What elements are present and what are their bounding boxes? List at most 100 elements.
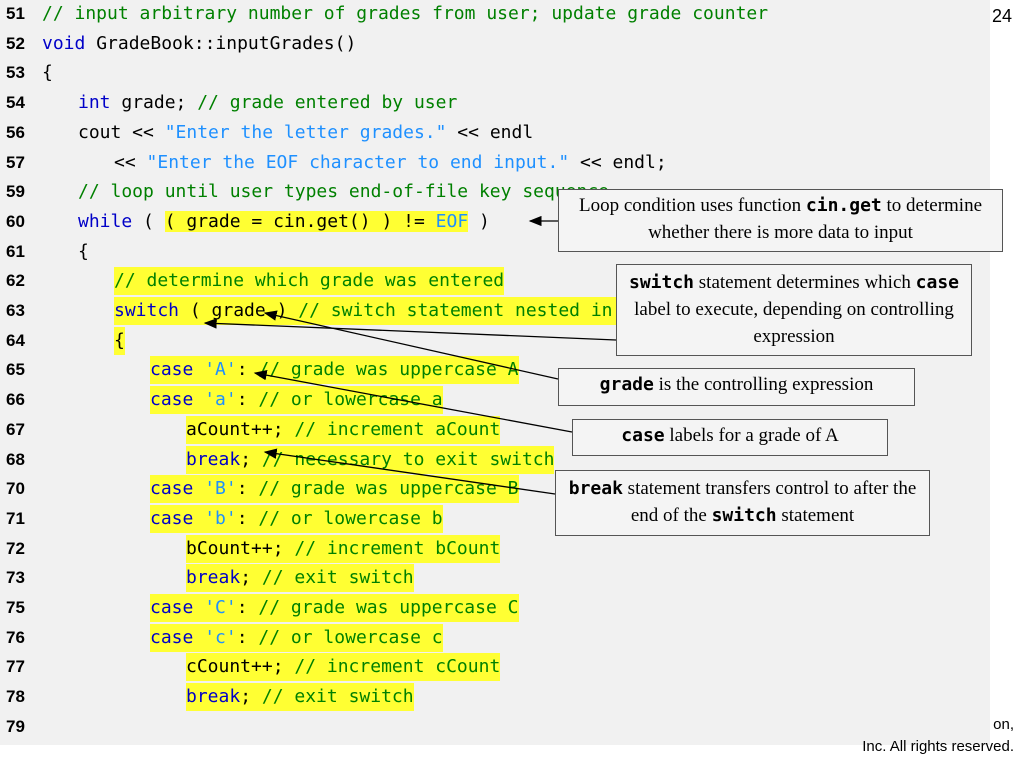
line-number: 59 [6,182,25,202]
code-text: // input arbitrary number of grades from… [42,0,768,28]
line-number: 61 [6,241,25,261]
line-number: 79 [6,716,25,736]
code-text: while ( ( grade = cin.get() ) != EOF ) [78,208,490,236]
code-token: ; [240,686,262,708]
line-number: 75 [6,598,25,617]
line-number: 54 [6,93,25,113]
line-number: 56 [6,122,25,142]
code-token: 'C' [204,597,237,618]
callout-text: statement transfers control to after the… [622,478,917,526]
code-text: break; // necessary to exit switch [186,445,555,474]
line-number: 66 [6,390,25,410]
callout-code: cin.get [805,195,882,216]
code-token: { [78,240,89,262]
code-text: break; // exit switch [186,564,414,593]
callout-code: grade [599,374,654,395]
callout-text: is the controlling expression [653,374,874,395]
callout-text: statement determines which [694,272,916,293]
code-text: { [114,326,125,355]
code-text: bCount++; // increment bCount [186,534,501,563]
line-number: 70 [6,479,25,499]
code-token: { [114,329,125,351]
line-number: 51 [6,4,25,23]
code-token: // grade was uppercase C [258,597,519,618]
code-line: 75 case 'C': // grade was uppercase C [0,594,990,622]
code-token: cout << [78,121,165,143]
code-token: // increment bCount [294,537,501,559]
line-number: 65 [6,360,25,380]
code-token: : [236,597,259,618]
code-line: 62// determine which grade was entered [0,267,990,296]
code-token: // input arbitrary number of grades from… [42,3,769,24]
code-token: : [236,507,259,529]
line-number: 57 [6,152,25,172]
line-number: 78 [6,687,25,707]
code-token: case [150,597,194,618]
callout-code: break [568,478,623,499]
code-text: { [42,59,53,87]
code-line: 52 void GradeBook::inputGrades() [0,30,990,58]
code-line: 57<< "Enter the EOF character to end inp… [0,149,990,177]
code-token: void [42,32,86,54]
code-token: while [78,210,133,232]
code-text: // loop until user types end-of-file key… [78,178,609,206]
code-token: // exit switch [261,686,414,708]
code-token [193,597,204,618]
copyright-line-2: Inc. All rights reserved. [862,738,1014,755]
callout-code: switch [629,272,695,293]
code-token [193,478,204,499]
code-token: { [42,62,53,84]
code-token: 'c' [204,626,237,648]
callout-text: statement [776,505,855,526]
line-number: 64 [6,330,25,350]
line-number: 71 [6,508,25,528]
code-token: case [150,507,194,529]
code-token: // necessary to exit switch [261,448,555,470]
code-line: 59 // loop until user types end-of-file k… [0,178,990,206]
line-number: 68 [6,449,25,469]
line-number: 76 [6,627,25,647]
code-token: ; [240,567,262,589]
line-number: 77 [6,657,25,677]
code-token: : [236,359,259,381]
callout-text: label to execute, depending on controlli… [634,299,954,347]
callout-case-labels: case labels for a grade of A [572,419,888,456]
code-text: int grade; // grade entered by user [78,89,457,117]
callout-code: case [915,272,959,293]
code-token: ( grade ) [179,300,299,321]
code-token: ; [240,448,262,470]
code-token: // increment aCount [294,418,501,440]
code-token: 'A' [204,359,237,381]
code-token: GradeBook::inputGrades() [85,32,357,54]
code-token [193,389,204,410]
code-token: "Enter the letter grades." [164,121,447,143]
code-token: case [150,359,194,381]
code-token: : [236,478,259,500]
line-number: 52 [6,33,25,53]
callout-text: Loop condition uses function [578,195,806,216]
code-token: // grade entered by user [197,92,458,114]
line-number: 67 [6,419,25,439]
code-token [193,508,204,529]
code-token: aCount++; [186,418,295,440]
callout-text: labels for a grade of A [664,425,839,446]
code-line: 64 { [0,326,990,355]
code-token: // exit switch [261,567,414,589]
code-line: 53{ [0,59,990,87]
code-token: ( [132,210,165,232]
code-token: EOF [435,210,469,232]
code-token: ) [468,210,490,232]
code-token: // grade was uppercase B [258,478,519,500]
code-token: << [114,151,147,173]
code-token: break [186,686,241,708]
code-token: // increment cCount [294,656,501,678]
code-token: grade; [110,92,198,114]
code-token: // determine which grade was entered [114,270,505,292]
